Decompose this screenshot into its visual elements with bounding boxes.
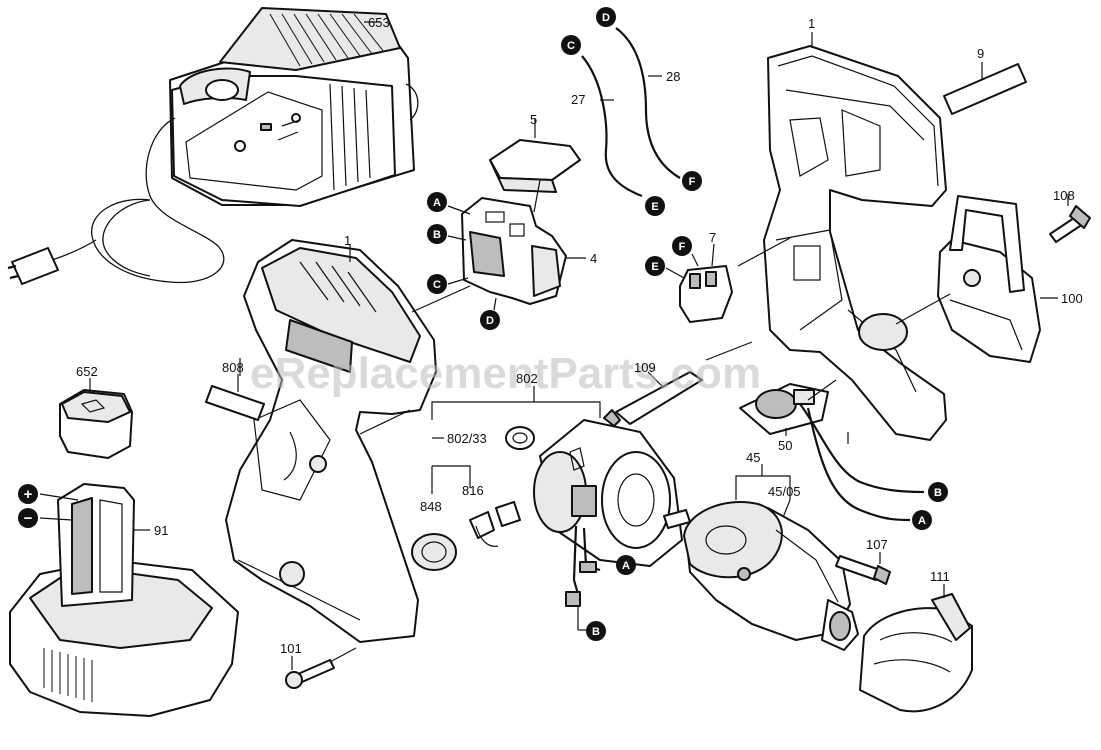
marker-c-top: C bbox=[561, 35, 581, 55]
part-label-45-05: 45/05 bbox=[768, 484, 801, 499]
leader-lines bbox=[239, 21, 951, 444]
marker-e-connector: E bbox=[645, 256, 665, 276]
part-labels: 653 1 9 27 28 5 108 1 4 7 100 652 808 80… bbox=[76, 15, 1083, 656]
svg-text:A: A bbox=[622, 560, 630, 572]
part-label-5: 5 bbox=[530, 112, 537, 127]
svg-text:B: B bbox=[433, 229, 441, 241]
part-label-50: 50 bbox=[778, 438, 792, 453]
marker-a-switch: A bbox=[427, 192, 447, 212]
part-label-28: 28 bbox=[666, 69, 680, 84]
svg-text:C: C bbox=[433, 279, 441, 291]
part-label-101: 101 bbox=[280, 641, 302, 656]
housing-left-1 bbox=[225, 239, 437, 643]
marker-b-motor: B bbox=[586, 621, 606, 641]
wire-27 bbox=[581, 55, 643, 198]
terminal-plus: + bbox=[18, 484, 38, 504]
svg-text:−: − bbox=[24, 510, 33, 527]
motor bbox=[533, 419, 691, 631]
motor-group-802-bracket bbox=[431, 386, 601, 494]
part-label-91: 91 bbox=[154, 523, 168, 538]
svg-text:B: B bbox=[592, 626, 600, 638]
svg-text:B: B bbox=[934, 487, 942, 499]
part-label-1-right: 1 bbox=[808, 16, 815, 31]
part-label-652: 652 bbox=[76, 364, 98, 379]
part-label-111: 111 bbox=[930, 569, 950, 584]
part-label-107: 107 bbox=[866, 537, 888, 552]
marker-d-switch: D bbox=[480, 310, 500, 330]
charger-653 bbox=[7, 7, 419, 285]
connector-markers: C D A B C D E F bbox=[427, 7, 948, 641]
svg-text:A: A bbox=[433, 197, 441, 209]
switch-cover-5 bbox=[489, 118, 581, 193]
part-label-45: 45 bbox=[746, 450, 760, 465]
svg-text:+: + bbox=[24, 486, 33, 503]
part-label-808: 808 bbox=[222, 360, 244, 375]
part-label-848: 848 bbox=[420, 499, 442, 514]
part-label-653: 653 bbox=[368, 15, 390, 30]
wire-28 bbox=[615, 27, 681, 179]
battery-pack-91 bbox=[9, 483, 239, 717]
svg-text:D: D bbox=[486, 315, 494, 327]
marker-a-motor: A bbox=[616, 555, 636, 575]
watermark: eReplacementParts.com bbox=[250, 349, 761, 398]
marker-a-wire-right: A bbox=[912, 510, 932, 530]
marker-f-wire: F bbox=[682, 171, 702, 191]
svg-text:F: F bbox=[679, 241, 686, 253]
marker-b-switch: B bbox=[427, 224, 447, 244]
part-label-109: 109 bbox=[634, 360, 656, 375]
svg-text:C: C bbox=[567, 40, 575, 52]
marker-e-wire: E bbox=[645, 196, 665, 216]
part-label-816: 816 bbox=[462, 483, 484, 498]
svg-text:F: F bbox=[689, 176, 696, 188]
label-808 bbox=[205, 374, 265, 421]
svg-text:D: D bbox=[602, 12, 610, 24]
electronics-board-50 bbox=[739, 383, 925, 522]
part-label-802: 802 bbox=[516, 371, 538, 386]
brush-816 bbox=[469, 501, 521, 547]
part-label-100: 100 bbox=[1061, 291, 1083, 306]
connector-7 bbox=[665, 243, 733, 323]
screw-108 bbox=[1049, 194, 1091, 243]
screw-107 bbox=[835, 552, 891, 585]
marker-d-top: D bbox=[596, 7, 616, 27]
gear-housing-45 bbox=[683, 464, 859, 651]
belt-clip-100 bbox=[937, 195, 1058, 363]
part-label-108: 108 bbox=[1053, 188, 1075, 203]
svg-text:E: E bbox=[651, 201, 658, 213]
switch-4 bbox=[447, 179, 586, 311]
battery-cap-652 bbox=[59, 378, 133, 459]
part-label-7: 7 bbox=[709, 230, 716, 245]
marker-f-connector: F bbox=[672, 236, 692, 256]
svg-text:A: A bbox=[918, 515, 926, 527]
battery-terminal-markers: + − bbox=[18, 484, 38, 528]
marker-b-wire-right: B bbox=[928, 482, 948, 502]
svg-text:E: E bbox=[651, 261, 658, 273]
screw-101 bbox=[285, 647, 357, 689]
terminal-minus: − bbox=[18, 508, 38, 528]
ring-802-33 bbox=[505, 426, 535, 450]
housing-right-1 bbox=[763, 45, 947, 441]
part-label-9: 9 bbox=[977, 46, 984, 61]
part-label-4: 4 bbox=[590, 251, 597, 266]
brush-cap-848 bbox=[411, 533, 457, 571]
part-label-27: 27 bbox=[571, 92, 585, 107]
part-label-1-left: 1 bbox=[344, 233, 351, 248]
marker-c-switch: C bbox=[427, 274, 447, 294]
bit-109 bbox=[603, 371, 703, 427]
label-9 bbox=[943, 62, 1027, 115]
part-label-802-33: 802/33 bbox=[447, 431, 487, 446]
bumper-111 bbox=[859, 584, 973, 713]
